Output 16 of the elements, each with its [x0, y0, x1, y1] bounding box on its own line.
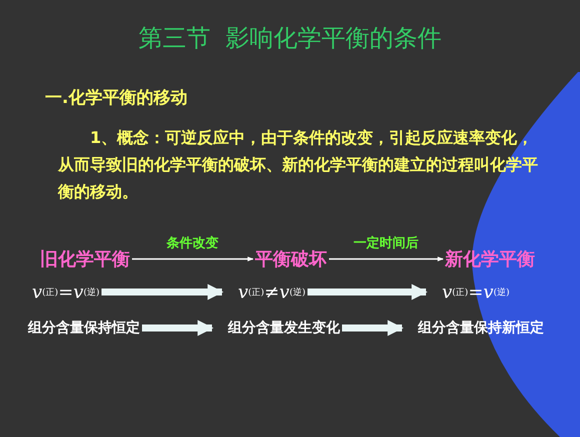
state-text: 组分含量保持恒定: [28, 317, 140, 339]
state-label: 平衡破坏: [255, 246, 327, 272]
section-heading: 一.化学平衡的移动: [45, 87, 188, 109]
definition-paragraph: 1、概念：可逆反应中，由于条件的改变，引起反应速率变化，从而导致旧的化学平衡的破坏、新的化学平衡的建立的过程叫化学平衡的移动。: [58, 127, 539, 203]
arrow: [329, 256, 444, 262]
block-arrow: [142, 320, 214, 336]
edge-label: 一定时间后: [352, 234, 420, 252]
title: 第三节 影响化学平衡的条件: [137, 23, 443, 54]
state-text: 组分含量发生变化: [228, 317, 340, 339]
state-label: 新化学平衡: [445, 246, 535, 272]
edge-label: 条件改变: [164, 234, 220, 252]
block-arrow: [342, 320, 404, 336]
block-arrow: [102, 284, 224, 300]
state-label: 旧化学平衡: [40, 246, 130, 272]
arrow: [132, 256, 254, 262]
block-arrow: [308, 284, 428, 300]
